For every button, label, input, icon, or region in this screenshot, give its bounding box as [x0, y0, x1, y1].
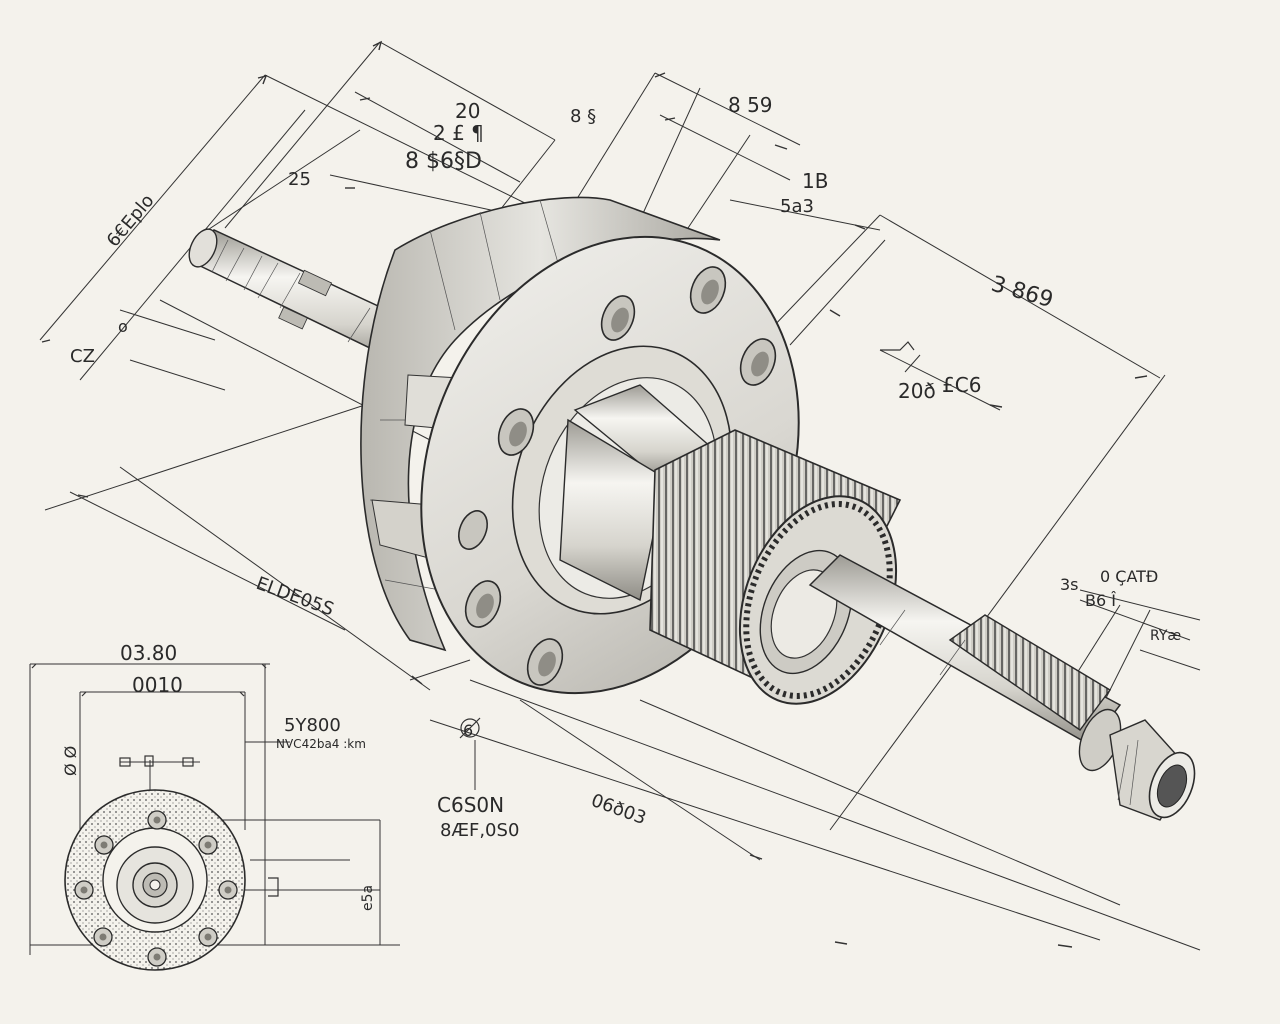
dim-b6: B6 Î: [1085, 591, 1116, 610]
inset-dim-oo: Ø Ø: [61, 746, 80, 776]
dim-3869: 3 869: [988, 272, 1055, 313]
dim-2fe: 2 £ ¶: [433, 121, 484, 145]
dimension-lines: [39, 41, 1201, 951]
dimension-arrows: [41, 40, 1148, 948]
dim-3s: 3s: [1060, 575, 1079, 594]
dim-zc6: £C6: [942, 373, 981, 397]
dim-25: 25: [288, 169, 311, 190]
dim-o: o: [118, 317, 128, 336]
dim-elde: ELDE05S: [253, 573, 336, 620]
dim-859: 8 59: [728, 93, 773, 117]
dim-8zf: 8ÆF,0S0: [440, 820, 519, 841]
dim-20: 20: [455, 99, 480, 123]
inset-front-view: 03.80 0010 5Y800 NVC42ba4 :km Ø Ø e5a: [29, 641, 400, 971]
inset-dim-5y800: 5Y800: [284, 715, 341, 736]
dim-8sz: 8 $6§D: [405, 149, 482, 174]
spur-gear: [649, 429, 902, 705]
dim-rye: RYæ: [1150, 628, 1181, 644]
dim-20d: 20ð: [898, 379, 936, 403]
dim-0600s: 06ð03: [588, 790, 649, 829]
dim-5a3: 5a3: [780, 196, 814, 217]
dim-ceplo: 6€Eplo: [103, 190, 159, 251]
dim-ocatd: 0 ÇATÐ: [1100, 567, 1158, 586]
inset-dim-e5a: e5a: [360, 885, 376, 911]
output-shaft: [808, 554, 1196, 821]
inset-dim-nvd: NVC42ba4 :km: [276, 737, 366, 751]
dim-1b: 1B: [802, 169, 828, 193]
dim-c6s0n: C6S0N: [437, 793, 504, 817]
dim-82: 8 §: [570, 106, 596, 127]
centerline-symbol: [459, 341, 915, 739]
inset-dim-0380: 03.80: [120, 641, 177, 665]
inset-dim-0010: 0010: [132, 673, 183, 697]
dim-cz: CZ: [70, 346, 95, 367]
